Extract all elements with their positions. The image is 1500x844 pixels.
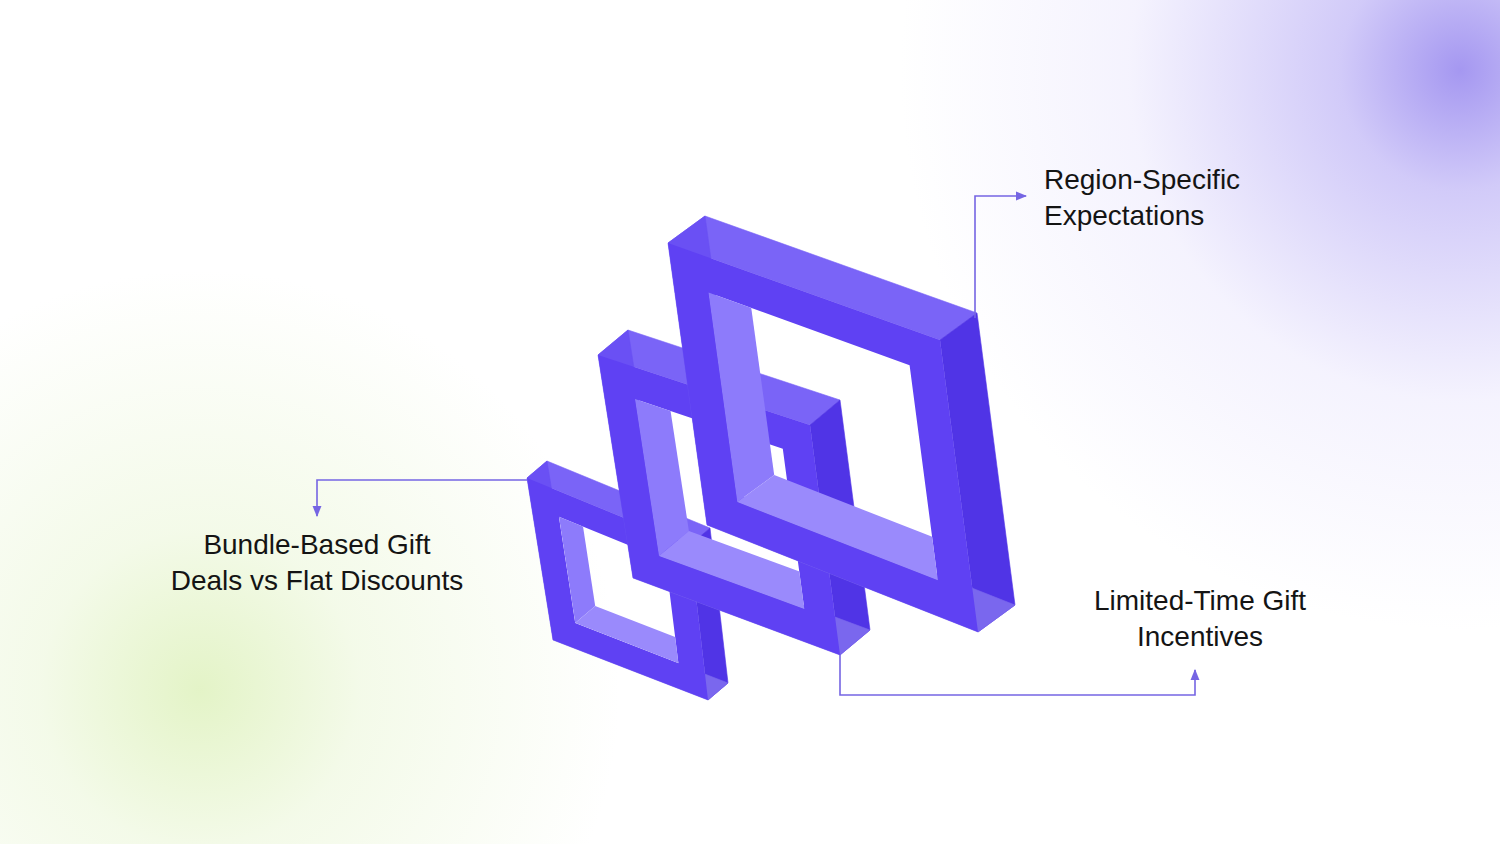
leader-line	[975, 196, 1026, 318]
leader-line	[840, 655, 1195, 695]
frame-inner-wall	[737, 475, 975, 580]
frame-inner-wall	[708, 265, 774, 502]
callout-label: Limited-Time Gift Incentives	[1070, 583, 1330, 655]
frame-hole	[708, 265, 974, 580]
frame-inner-wall	[635, 374, 689, 556]
frame-inner-wall	[575, 606, 698, 663]
frame-face	[668, 243, 978, 632]
callout-label: Region-Specific Expectations	[1044, 162, 1314, 234]
square-frame	[668, 216, 1015, 632]
frame-inner-wall	[559, 500, 595, 623]
leader-line	[317, 480, 527, 516]
callout-label: Bundle-Based Gift Deals vs Flat Discount…	[168, 527, 466, 599]
